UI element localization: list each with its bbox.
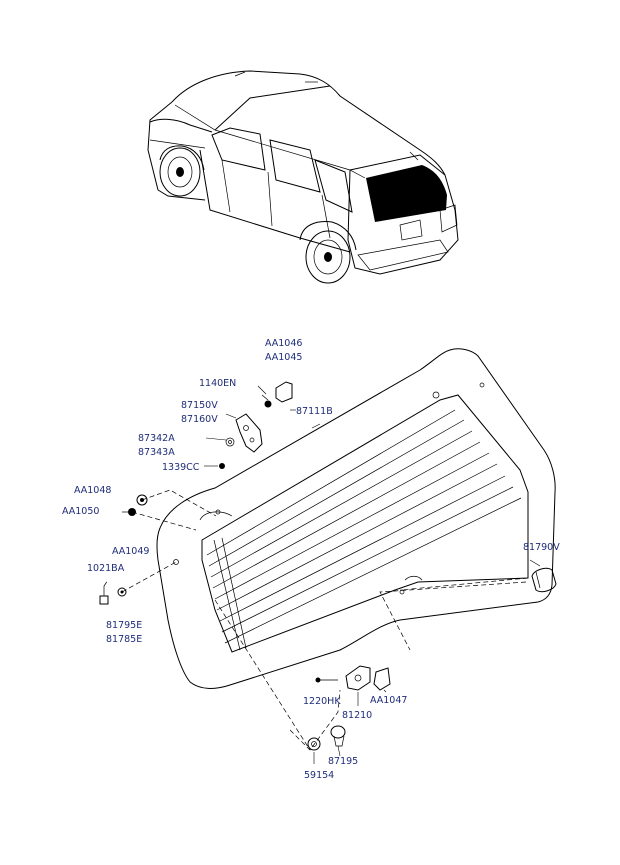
label-1339cc: 1339CC [162, 462, 200, 473]
glass-hinge [235, 413, 263, 453]
latch-81210 [345, 665, 371, 691]
label-87343a: 87343A [138, 447, 175, 458]
label-1021ba: 1021BA [87, 563, 125, 574]
glass-outline [156, 348, 556, 689]
glass-assembly [156, 348, 556, 689]
bolt-1021ba [99, 586, 109, 605]
label-aa1049: AA1049 [112, 546, 149, 557]
label-59154: 59154 [304, 770, 334, 781]
clip-aa1050 [122, 508, 136, 516]
label-aa1050: AA1050 [62, 506, 99, 517]
label-1220hk: 1220HK [303, 696, 341, 707]
screw-1220hk [315, 677, 338, 683]
label-aa1046: AA1046 [265, 338, 302, 349]
label-87195: 87195 [328, 756, 358, 767]
label-87342a: 87342A [138, 433, 175, 444]
label-1140en: 1140EN [199, 378, 236, 389]
label-81790v: 81790V [523, 542, 560, 553]
hinge-cap [275, 381, 293, 403]
hinge-bolt [261, 394, 272, 408]
vehicle-illustration [147, 70, 459, 284]
label-aa1045: AA1045 [265, 352, 302, 363]
hinge-nut [219, 463, 225, 469]
label-87111b: 87111B [296, 406, 333, 417]
label-aa1048: AA1048 [74, 485, 111, 496]
hinge-washer [225, 437, 235, 447]
label-87160v: 87160V [181, 414, 218, 425]
bumper-87195 [330, 725, 346, 747]
label-81785e: 81785E [106, 634, 142, 645]
striker-59154 [307, 737, 321, 751]
rear-glass-highlight [366, 165, 447, 222]
cover-aa1047 [373, 667, 391, 691]
label-81795e: 81795E [106, 620, 142, 631]
stop-81790v [531, 567, 557, 593]
part-labels: AA1046 AA1045 1140EN 87150V 87160V 87111… [62, 338, 560, 781]
label-aa1047: AA1047 [370, 695, 407, 706]
label-87150v: 87150V [181, 400, 218, 411]
label-81210: 81210 [342, 710, 372, 721]
leader-lines [103, 385, 541, 764]
